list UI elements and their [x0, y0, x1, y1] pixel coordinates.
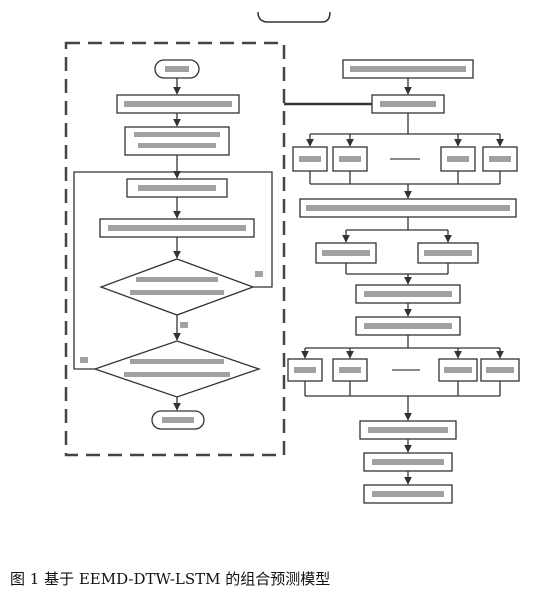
left-flow-text-marks — [80, 66, 263, 423]
right-flow — [287, 59, 520, 504]
left-flow — [73, 59, 273, 430]
optimization-dashed-region — [64, 41, 286, 457]
decision-fitness-diamond — [99, 258, 255, 316]
right-flow-text-marks — [294, 66, 514, 497]
top-bracket-mark — [257, 11, 331, 23]
decision-termination-diamond — [92, 340, 262, 398]
figure-caption: 图 1 基于 EEMD-DTW-LSTM 的组合预测模型 — [10, 570, 331, 588]
ellipsis-marks — [390, 158, 420, 371]
input-params-box — [124, 126, 230, 156]
